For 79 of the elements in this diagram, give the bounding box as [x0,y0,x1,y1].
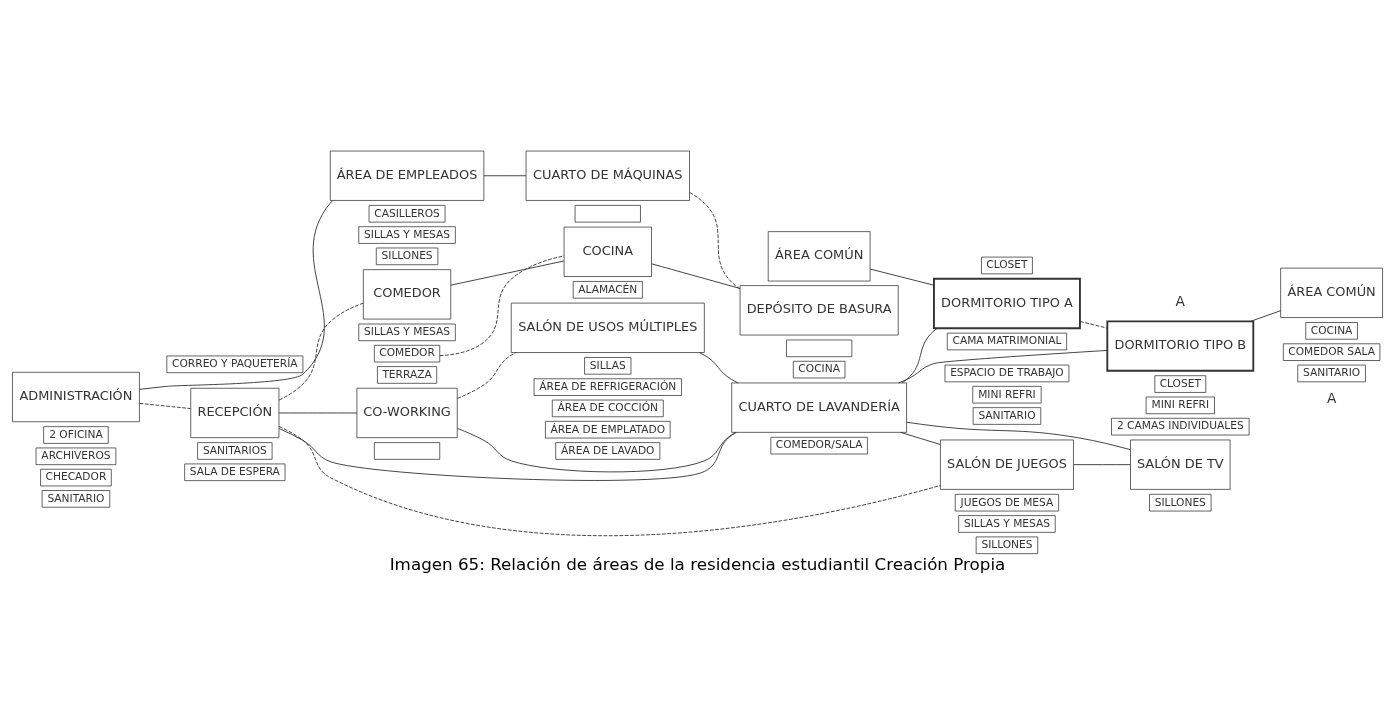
node-box: 2 OFICINA [43,425,109,444]
node-box: DEPÓSITO DE BASURA [739,284,899,335]
connector [869,268,935,286]
connector [483,174,527,176]
node-box: RECEPCIÓN [190,387,280,438]
connector [278,412,358,413]
node-box: SANITARIO [41,489,111,508]
node-box: ÁREA DE EMPLATADO [545,420,671,438]
connector [900,431,941,445]
node-box: CLOSET [981,256,1033,274]
node-box: MINI REFRI [1145,396,1215,414]
connector [689,191,741,289]
connector [1250,309,1282,322]
node-box: ÁREA DE LAVADO [555,441,661,460]
node-box: CORREO Y PAQUETERÍA [166,355,304,373]
connector [278,425,941,536]
node-box: JUEGOS DE MESA [954,493,1060,511]
node-box: COMEDOR [374,344,441,362]
node-box: ALAMACÉN [572,280,643,299]
node-box: COMEDOR/SALA [770,436,868,454]
node-box [786,339,853,357]
node-box: SANITARIO [1297,364,1366,382]
connector [906,421,1131,450]
node-box: COMEDOR [362,268,452,319]
node-box: SANITARIOS [197,441,273,460]
node-box: CUARTO DE MÁQUINAS [525,150,690,201]
connector [1073,463,1131,465]
node-box: CO-WORKING [356,387,458,438]
connector [450,260,565,286]
node-box: SALA DE ESPERA [184,463,286,481]
node-box: SILLAS [584,356,632,375]
node-box: ESPACIO DE TRABAJO [944,364,1070,382]
connector [699,351,739,383]
connector [901,327,938,383]
node-box: ÁREA DE EMPLEADOS [329,150,485,201]
node-box: SILLONES [375,247,439,265]
node-box: COMEDOR SALA [1282,342,1381,361]
node-box: ÁREA DE REFRIGERACIÓN [533,377,682,396]
label: A [1175,292,1185,309]
label: A [1326,389,1337,406]
connector [439,254,565,356]
connector [898,349,1108,383]
node-box [374,441,441,460]
node-box: SALÓN DE JUEGOS [940,439,1074,490]
node-box: SILLAS Y MESAS [358,225,456,244]
node-box: CAMA MATRIMONIAL [946,332,1067,350]
node-box: CLOSET [1154,374,1207,393]
node-box: SANITARIO [972,406,1042,425]
node-box: SILLAS Y MESAS [358,323,456,341]
node-box: COCINA [1305,321,1358,340]
node-box [574,204,641,222]
node-box: ÁREA COMÚN [767,230,871,281]
node-box: CUARTO DE LAVANDERÍA [731,382,907,433]
connector [278,427,737,481]
node-box: DORMITORIO TIPO A [933,277,1081,329]
node-box: SILLAS Y MESAS [958,514,1056,533]
node-box: DORMITORIO TIPO B [1106,319,1255,372]
node-box: SILLONES [975,536,1039,554]
node-box: ARCHIVEROS [35,447,117,465]
node-box: ÁREA COMÚN [1280,267,1383,318]
node-box: CASILLEROS [368,204,446,222]
node-box: ADMINISTRACIÓN [12,371,140,422]
node-box: CHECADOR [40,468,112,486]
connector [139,199,333,390]
caption: Imagen 65: Relación de áreas de la residencia estudiantil Creación Propia [389,553,1006,574]
node-box: SALÓN DE TV [1130,439,1231,490]
node-box: SALÓN DE USOS MÚLTIPLES [510,302,705,353]
node-box: MINI REFRI [972,385,1042,403]
node-box: SILLONES [1149,493,1212,511]
connector [456,427,737,472]
connector [456,351,517,399]
connector [139,402,192,409]
node-box: 2 CAMAS INDIVIDUALES [1111,417,1250,435]
node-box: ÁREA DE COCCIÓN [551,399,664,417]
connector [1079,320,1108,329]
node-box: COCINA [792,360,846,378]
node-box: TERRAZA [377,365,438,384]
connector [278,302,364,400]
node-box: COCINA [563,226,652,277]
